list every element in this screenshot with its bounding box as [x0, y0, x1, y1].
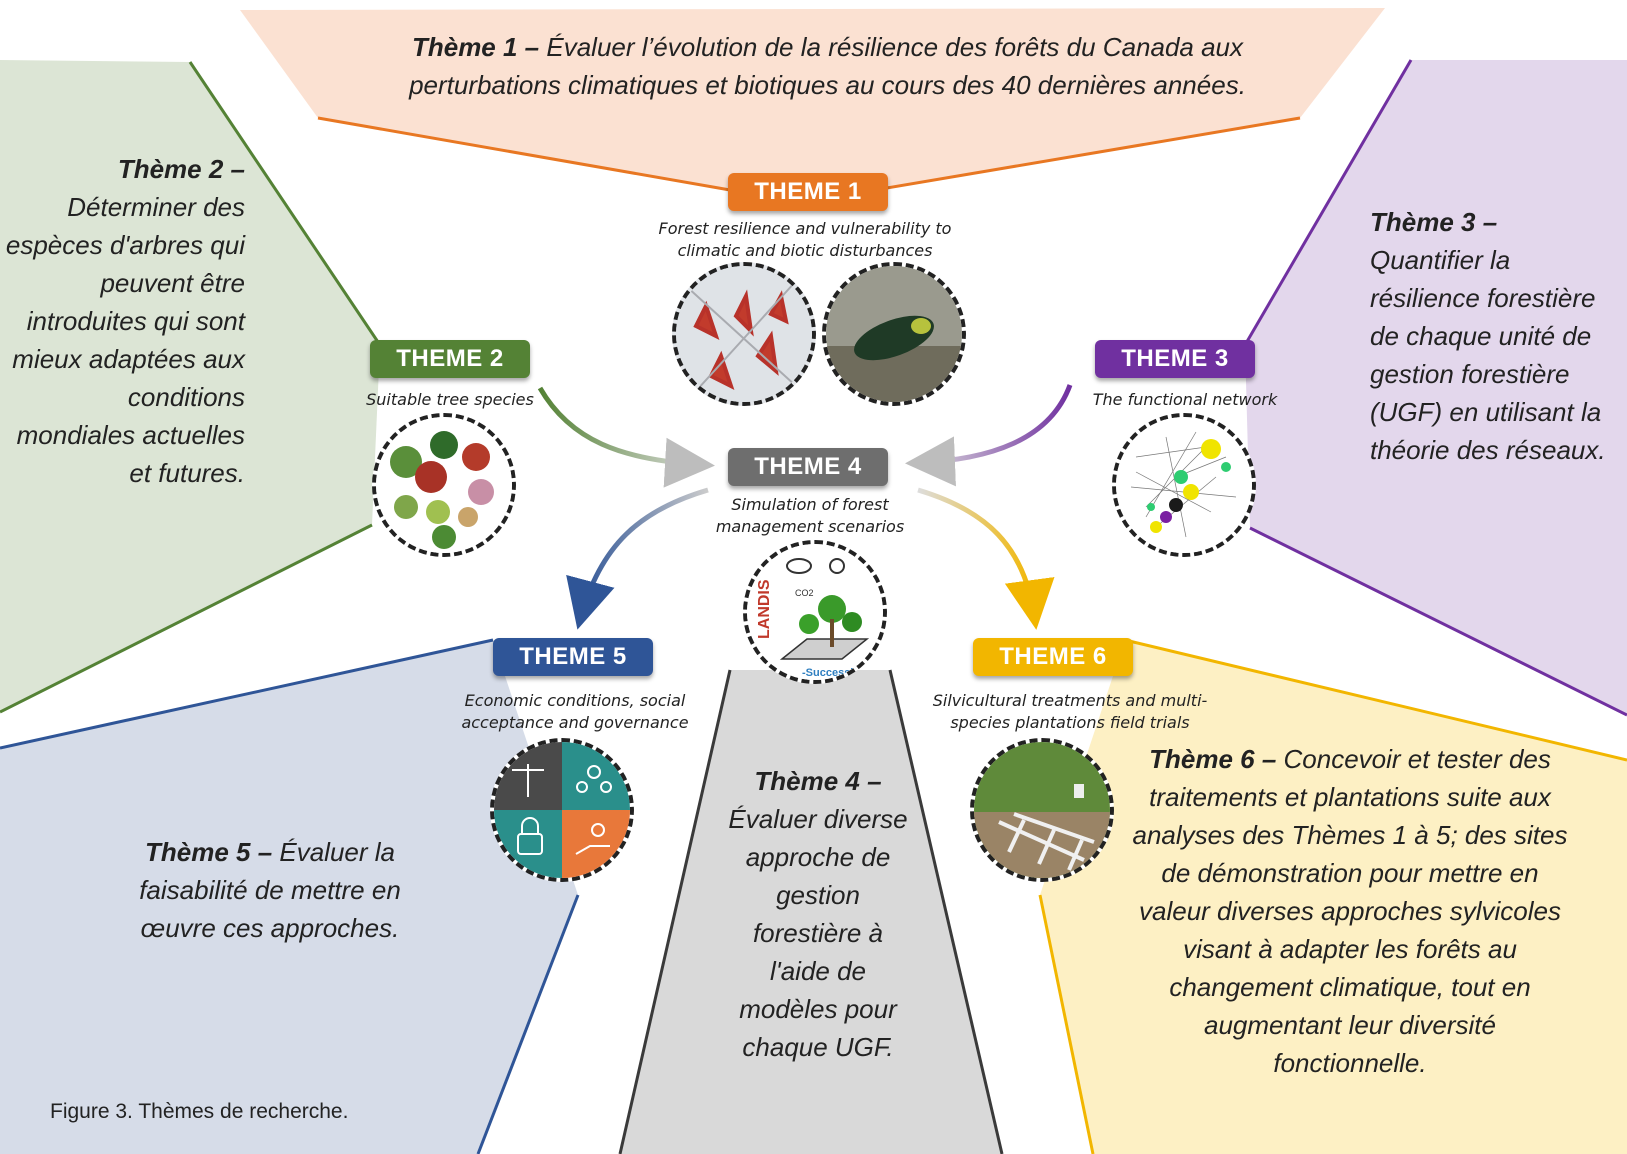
theme3-badge: THEME 3 [1095, 340, 1255, 378]
theme4-badge: THEME 4 [728, 448, 888, 486]
theme2-panel [0, 60, 380, 712]
theme3-subtitle: The functional network [1092, 390, 1278, 409]
theme6-description: Thème 6 – Concevoir et tester des traite… [1132, 744, 1568, 1078]
arrow-theme2-to-theme4 [537, 386, 715, 488]
theme6-badge: THEME 6 [973, 638, 1133, 676]
theme1-insect-image [822, 262, 966, 406]
theme6-field-image [970, 738, 1114, 882]
theme6-subtitle: Silvicultural treatments and multi-speci… [932, 691, 1208, 732]
theme4-subtitle: Simulation of forest management scenario… [715, 495, 905, 536]
theme4-landis-image: LANDIS CO2 -Successi [743, 540, 887, 684]
landis-logo-text: LANDIS [756, 579, 773, 639]
theme2-trees-image [372, 413, 516, 557]
arrow-theme4-to-theme5 [566, 487, 709, 630]
theme5-description: Thème 5 – Évaluer la faisabilité de mett… [139, 837, 401, 943]
figure-caption: Figure 3. Thèmes de recherche. [50, 1100, 349, 1123]
theme1-description: Thème 1 – Évaluer l’évolution de la rési… [409, 32, 1246, 100]
theme5-badge: THEME 5 [493, 638, 653, 676]
theme1-badge: THEME 1 [728, 173, 888, 211]
theme3-network-image [1112, 413, 1256, 557]
theme3-panel [1245, 60, 1627, 715]
theme1-panel [240, 8, 1385, 190]
theme1-plant-image [672, 262, 816, 406]
theme6-panel [1040, 640, 1627, 1154]
theme1-subtitle: Forest resilience and vulnerability to c… [658, 219, 952, 260]
theme3-description: Thème 3 –Quantifier la résilience forest… [1370, 207, 1606, 465]
theme5-subtitle: Economic conditions, social acceptance a… [461, 691, 689, 732]
theme5-icons-image [490, 738, 634, 882]
theme2-subtitle: Suitable tree species [366, 390, 534, 409]
theme2-badge: THEME 2 [370, 340, 530, 378]
theme4-description: Thème 4 –Évaluer diverse approche de ges… [728, 766, 908, 1062]
theme4-panel [620, 670, 1002, 1154]
arrow-theme4-to-theme6 [917, 487, 1055, 630]
theme5-panel [0, 640, 578, 1154]
co2-label: CO2 [795, 588, 814, 598]
theme2-description: Thème 2 –Déterminer des espèces d'arbres… [5, 154, 245, 488]
arrow-theme3-to-theme4 [905, 384, 1073, 487]
